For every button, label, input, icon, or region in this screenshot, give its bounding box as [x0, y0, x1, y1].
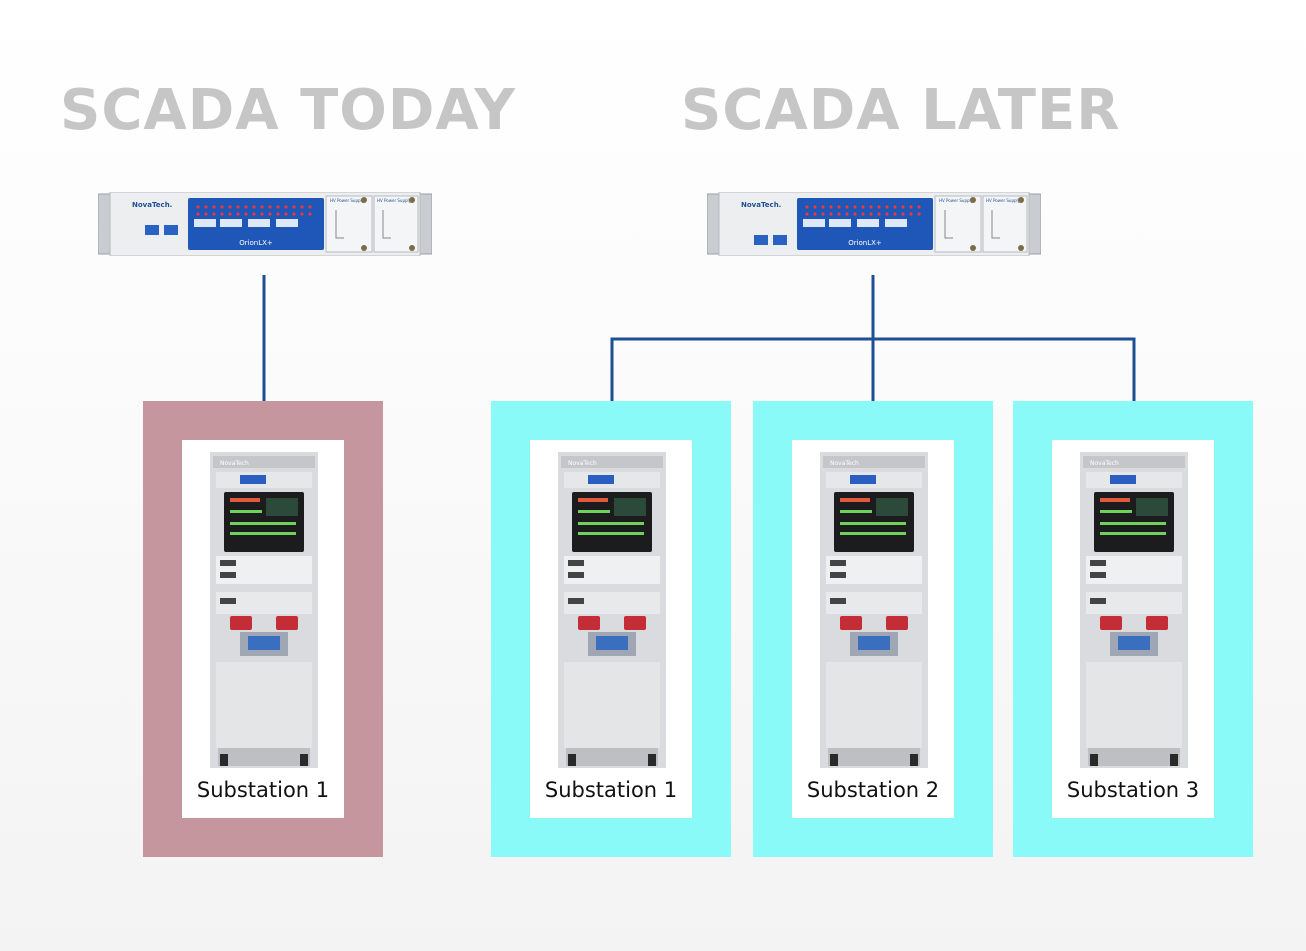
later-substation-1-frame: NovaTech Substation 1	[491, 401, 731, 857]
led-row	[196, 205, 312, 216]
cabinet-brand-text: NovaTech	[830, 460, 859, 467]
psu2-text: HV Power Supply	[986, 198, 1021, 203]
substation-label: Substation 1	[196, 778, 330, 802]
substation-cabinet-image: NovaTech	[210, 452, 318, 768]
substation-label: Substation 2	[806, 778, 940, 802]
substation-cabinet-image: NovaTech	[1080, 452, 1188, 768]
today-substation-1-frame: NovaTech Substation 1	[143, 401, 383, 857]
orionlx-device-today: NovaTech. OrionLX+ HV Power Supply HV Po…	[98, 192, 432, 256]
cabinet-brand-text: NovaTech	[1090, 460, 1119, 467]
psu1-text: HV Power Supply	[330, 198, 365, 203]
model-text: OrionLX+	[848, 239, 882, 247]
substation-label: Substation 1	[544, 778, 678, 802]
scada-later-heading: SCADA LATER	[681, 78, 1121, 143]
later-substation-2-frame: NovaTech Substation 2	[753, 401, 993, 857]
substation-label: Substation 3	[1066, 778, 1200, 802]
orionlx-device-later: NovaTech. OrionLX+ HV Power Supply HV Po…	[707, 192, 1041, 256]
substation-card: NovaTech Substation 3	[1052, 440, 1214, 818]
substation-cabinet-image: NovaTech	[820, 452, 928, 768]
substation-card: NovaTech Substation 1	[182, 440, 344, 818]
substation-card: NovaTech Substation 2	[792, 440, 954, 818]
substation-cabinet-image: NovaTech	[558, 452, 666, 768]
cabinet-brand-text: NovaTech	[568, 460, 597, 467]
cabinet-brand-text: NovaTech	[220, 460, 249, 467]
brand-text: NovaTech.	[741, 201, 781, 209]
psu2-text: HV Power Supply	[377, 198, 412, 203]
later-branch-line	[610, 337, 1136, 402]
substation-card: NovaTech Substation 1	[530, 440, 692, 818]
brand-text: NovaTech.	[132, 201, 172, 209]
later-substation-3-frame: NovaTech Substation 3	[1013, 401, 1253, 857]
model-text: OrionLX+	[239, 239, 273, 247]
led-row	[805, 205, 921, 216]
scada-today-heading: SCADA TODAY	[60, 78, 516, 143]
psu1-text: HV Power Supply	[939, 198, 974, 203]
